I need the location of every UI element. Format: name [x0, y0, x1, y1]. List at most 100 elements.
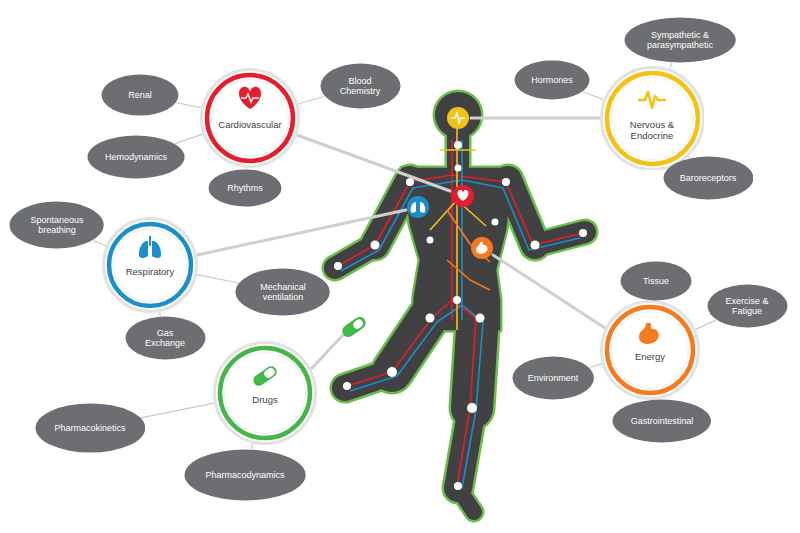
joint-dot	[579, 229, 587, 237]
node-text-group: Rhythms	[227, 183, 263, 193]
ellipse-fill	[621, 262, 692, 301]
system-link	[312, 335, 343, 368]
circle-halo	[202, 70, 299, 167]
topic-connector	[246, 168, 247, 169]
topic-ellipse: Pharmacokinetics	[35, 403, 146, 453]
circle-inner-ring	[225, 353, 306, 434]
topic-label: Renal	[128, 90, 152, 100]
joint-dot	[387, 367, 397, 377]
heart-shape	[239, 87, 261, 109]
node-text-group: Hormones	[531, 75, 573, 85]
joint-dot	[467, 403, 477, 413]
artery-line	[338, 140, 583, 486]
topic-label: Baroreceptors	[680, 173, 737, 183]
circle-outline	[213, 341, 317, 445]
body-icons	[340, 107, 493, 339]
system-circle: Cardiovascular	[200, 68, 300, 168]
joint-dot	[455, 165, 462, 172]
topic-ellipse: Blood Chemistry	[320, 63, 401, 109]
topic-connector	[583, 92, 603, 100]
system-link	[197, 210, 406, 255]
circle-ring	[220, 348, 310, 438]
topic-ellipse: Exercise & Fatigue	[707, 284, 788, 328]
topic-ellipse: Mechanical ventilation	[235, 268, 330, 316]
ellipse-fill	[515, 61, 590, 100]
topic-connector	[197, 275, 239, 283]
node-text-group: Gas Exchange	[140, 328, 190, 349]
topic-ellipse: Tissue	[620, 261, 692, 301]
system-link	[471, 117, 600, 120]
topic-label: Hemodynamics	[105, 152, 167, 162]
system-circle: Energy	[600, 300, 700, 400]
topic-connector	[251, 444, 252, 450]
circle-inner-ring	[212, 80, 289, 157]
system-circle: Respiratory	[102, 217, 198, 313]
brain-marker	[447, 107, 469, 129]
ellipse-fill	[512, 357, 593, 400]
circle-ring	[109, 224, 191, 306]
topic-label: Blood Chemistry	[335, 76, 385, 97]
lung-shape	[139, 241, 161, 258]
ellipse-fill	[10, 202, 104, 249]
stomach-symbol	[476, 242, 487, 254]
circle-outline	[102, 217, 198, 313]
joint-dot	[334, 262, 342, 270]
system-circle: Drugs	[213, 341, 317, 445]
topic-label: Exercise & Fatigue	[722, 296, 772, 317]
ellipse-fill	[184, 450, 305, 501]
system-label: Respiratory	[126, 267, 175, 278]
node-text-group: Exercise & Fatigue	[722, 296, 772, 317]
topic-connector	[93, 241, 106, 246]
topic-connector	[688, 156, 690, 158]
ellipse-fill	[320, 64, 400, 109]
topic-ellipse: Hormones	[514, 60, 590, 100]
system-link	[493, 255, 605, 328]
topic-label: Tissue	[643, 276, 669, 286]
joint-dot	[454, 482, 462, 490]
topic-label: Hormones	[531, 75, 573, 85]
stomach-shape	[639, 323, 659, 344]
circle-halo	[601, 67, 703, 169]
circle-outline	[600, 66, 705, 171]
topic-label: Rhythms	[227, 183, 263, 193]
foot	[458, 488, 474, 512]
lung-symbol	[411, 202, 426, 213]
joint-dot	[426, 314, 435, 323]
pill-shape	[251, 364, 279, 388]
topic-label: Gastrointestinal	[631, 416, 694, 426]
joint-dot	[453, 296, 461, 304]
circle-inner-ring	[612, 312, 689, 389]
system-label: Drugs	[252, 395, 277, 406]
ellipse-fill	[613, 400, 711, 443]
topic-connector	[696, 320, 716, 329]
node-text-group: Respiratory	[126, 267, 175, 278]
foot-outline	[458, 488, 474, 512]
gut-line	[447, 210, 490, 290]
node-text-group: Gastrointestinal	[631, 416, 694, 426]
pill-marker	[340, 315, 368, 340]
topic-ellipse: Gastrointestinal	[612, 399, 711, 443]
heart-symbol	[458, 190, 469, 201]
topic-ellipse: Spontaneous breathing	[9, 201, 104, 249]
system-circle: Nervous & Endocrine	[600, 66, 705, 171]
ellipse-fill	[236, 269, 330, 316]
joint-dot	[406, 178, 414, 186]
topic-ellipse: Sympathetic & parasympathetic	[624, 17, 736, 63]
node-text-group: Baroreceptors	[680, 173, 737, 183]
topic-label: Environment	[528, 373, 579, 383]
circle-ring	[607, 73, 698, 164]
heart-marker	[452, 185, 474, 207]
pill-body	[340, 315, 368, 340]
node-text-group: Nervous & Endocrine	[621, 120, 683, 142]
topic-connector	[175, 134, 203, 143]
topic-label: Spontaneous breathing	[27, 215, 87, 236]
circle-outline	[200, 68, 300, 168]
circle-halo	[215, 343, 316, 444]
topic-label: Gas Exchange	[140, 328, 190, 349]
ellipse-fill	[125, 317, 205, 360]
system-label: Nervous & Endocrine	[621, 120, 683, 142]
joint-dot	[343, 382, 351, 390]
circle-ring	[607, 307, 693, 393]
node-text-group: Energy	[635, 352, 665, 363]
topic-ellipse: Hemodynamics	[87, 135, 185, 179]
